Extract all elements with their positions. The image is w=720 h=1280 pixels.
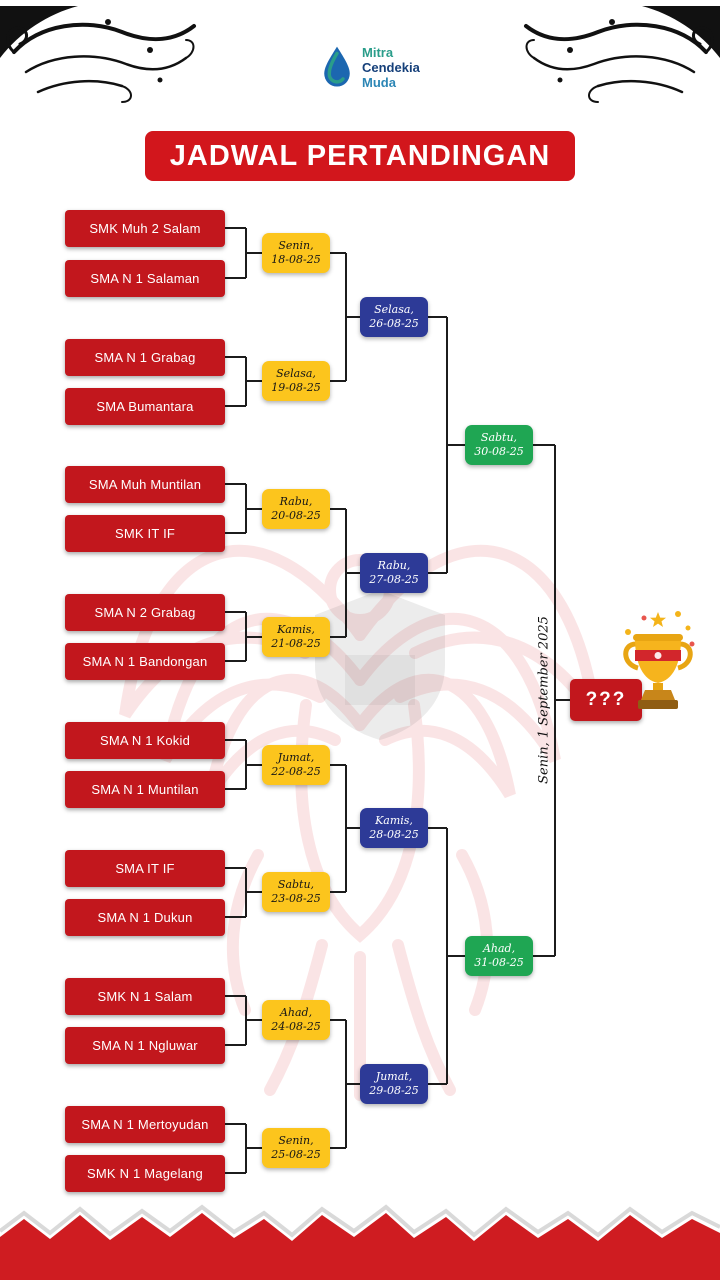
match-date-box: Ahad, 24-08-25 xyxy=(262,1000,330,1040)
logo-line-3: Muda xyxy=(362,74,396,90)
match-date: 30-08-25 xyxy=(474,445,524,458)
page-title: JADWAL PERTANDINGAN xyxy=(145,131,575,181)
logo-line-1: Mitra xyxy=(362,44,394,60)
match-date-box: Sabtu, 23-08-25 xyxy=(262,872,330,912)
final-winner-box: ??? xyxy=(570,679,642,721)
match-day: Ahad, xyxy=(482,941,516,955)
match-day: Jumat, xyxy=(375,1069,413,1083)
match-day: Selasa, xyxy=(276,366,316,380)
team-box: SMA N 2 Grabag xyxy=(65,594,225,631)
team-box: SMK N 1 Salam xyxy=(65,978,225,1015)
corner-flourish-left-icon xyxy=(0,6,196,103)
match-date: 20-08-25 xyxy=(271,509,321,522)
match-date: 24-08-25 xyxy=(271,1020,321,1033)
match-date-box: Selasa, 19-08-25 xyxy=(262,361,330,401)
match-day: Kamis, xyxy=(277,622,315,636)
team-box: SMK Muh 2 Salam xyxy=(65,210,225,247)
match-day: Senin, xyxy=(278,238,314,252)
match-date: 27-08-25 xyxy=(369,573,419,586)
match-date: 18-08-25 xyxy=(271,253,321,266)
team-box: SMA N 1 Grabag xyxy=(65,339,225,376)
match-date-box: Rabu, 20-08-25 xyxy=(262,489,330,529)
team-box: SMA Muh Muntilan xyxy=(65,466,225,503)
match-date-box: Senin, 25-08-25 xyxy=(262,1128,330,1168)
team-box: SMA Bumantara xyxy=(65,388,225,425)
final-date-label: Senin, 1 September 2025 xyxy=(536,616,552,784)
quarterfinal-date-box: Kamis, 28-08-25 xyxy=(360,808,428,848)
team-box: SMK N 1 Magelang xyxy=(65,1155,225,1192)
match-date: 28-08-25 xyxy=(369,828,419,841)
team-box: SMA IT IF xyxy=(65,850,225,887)
match-date: 19-08-25 xyxy=(271,381,321,394)
trophy-icon xyxy=(623,611,695,709)
match-date: 26-08-25 xyxy=(369,317,419,330)
quarterfinal-date-box: Jumat, 29-08-25 xyxy=(360,1064,428,1104)
match-date-box: Kamis, 21-08-25 xyxy=(262,617,330,657)
match-date: 22-08-25 xyxy=(271,765,321,778)
shield-watermark xyxy=(315,590,445,740)
match-day: Ahad, xyxy=(279,1005,313,1019)
logo-line-2: Cendekia xyxy=(362,59,420,75)
team-box: SMA N 1 Salaman xyxy=(65,260,225,297)
match-date-box: Senin, 18-08-25 xyxy=(262,233,330,273)
team-box: SMA N 1 Muntilan xyxy=(65,771,225,808)
match-date-box: Jumat, 22-08-25 xyxy=(262,745,330,785)
semifinal-date-box: Ahad, 31-08-25 xyxy=(465,936,533,976)
team-box: SMA N 1 Dukun xyxy=(65,899,225,936)
org-logo: Mitra Cendekia Muda xyxy=(320,44,420,90)
match-day: Senin, xyxy=(278,1133,314,1147)
match-date: 23-08-25 xyxy=(271,892,321,905)
team-box: SMA N 1 Bandongan xyxy=(65,643,225,680)
match-date: 25-08-25 xyxy=(271,1148,321,1161)
match-day: Sabtu, xyxy=(277,877,315,891)
quarterfinal-date-box: Rabu, 27-08-25 xyxy=(360,553,428,593)
logo-drop-icon xyxy=(324,46,350,87)
match-date: 31-08-25 xyxy=(474,956,524,969)
logo-text: Mitra Cendekia Muda xyxy=(362,45,420,90)
team-box: SMK IT IF xyxy=(65,515,225,552)
team-box: SMA N 1 Mertoyudan xyxy=(65,1106,225,1143)
match-day: Rabu, xyxy=(279,494,313,508)
match-day: Sabtu, xyxy=(480,430,518,444)
match-day: Kamis, xyxy=(375,813,413,827)
torn-paper-edge xyxy=(0,1204,720,1280)
match-date: 29-08-25 xyxy=(369,1084,419,1097)
match-date: 21-08-25 xyxy=(271,637,321,650)
match-day: Selasa, xyxy=(374,302,414,316)
quarterfinal-date-box: Selasa, 26-08-25 xyxy=(360,297,428,337)
match-day: Rabu, xyxy=(377,558,411,572)
semifinal-date-box: Sabtu, 30-08-25 xyxy=(465,425,533,465)
corner-flourish-right-icon xyxy=(524,6,720,103)
team-box: SMA N 1 Kokid xyxy=(65,722,225,759)
match-day: Jumat, xyxy=(277,750,315,764)
team-box: SMA N 1 Ngluwar xyxy=(65,1027,225,1064)
